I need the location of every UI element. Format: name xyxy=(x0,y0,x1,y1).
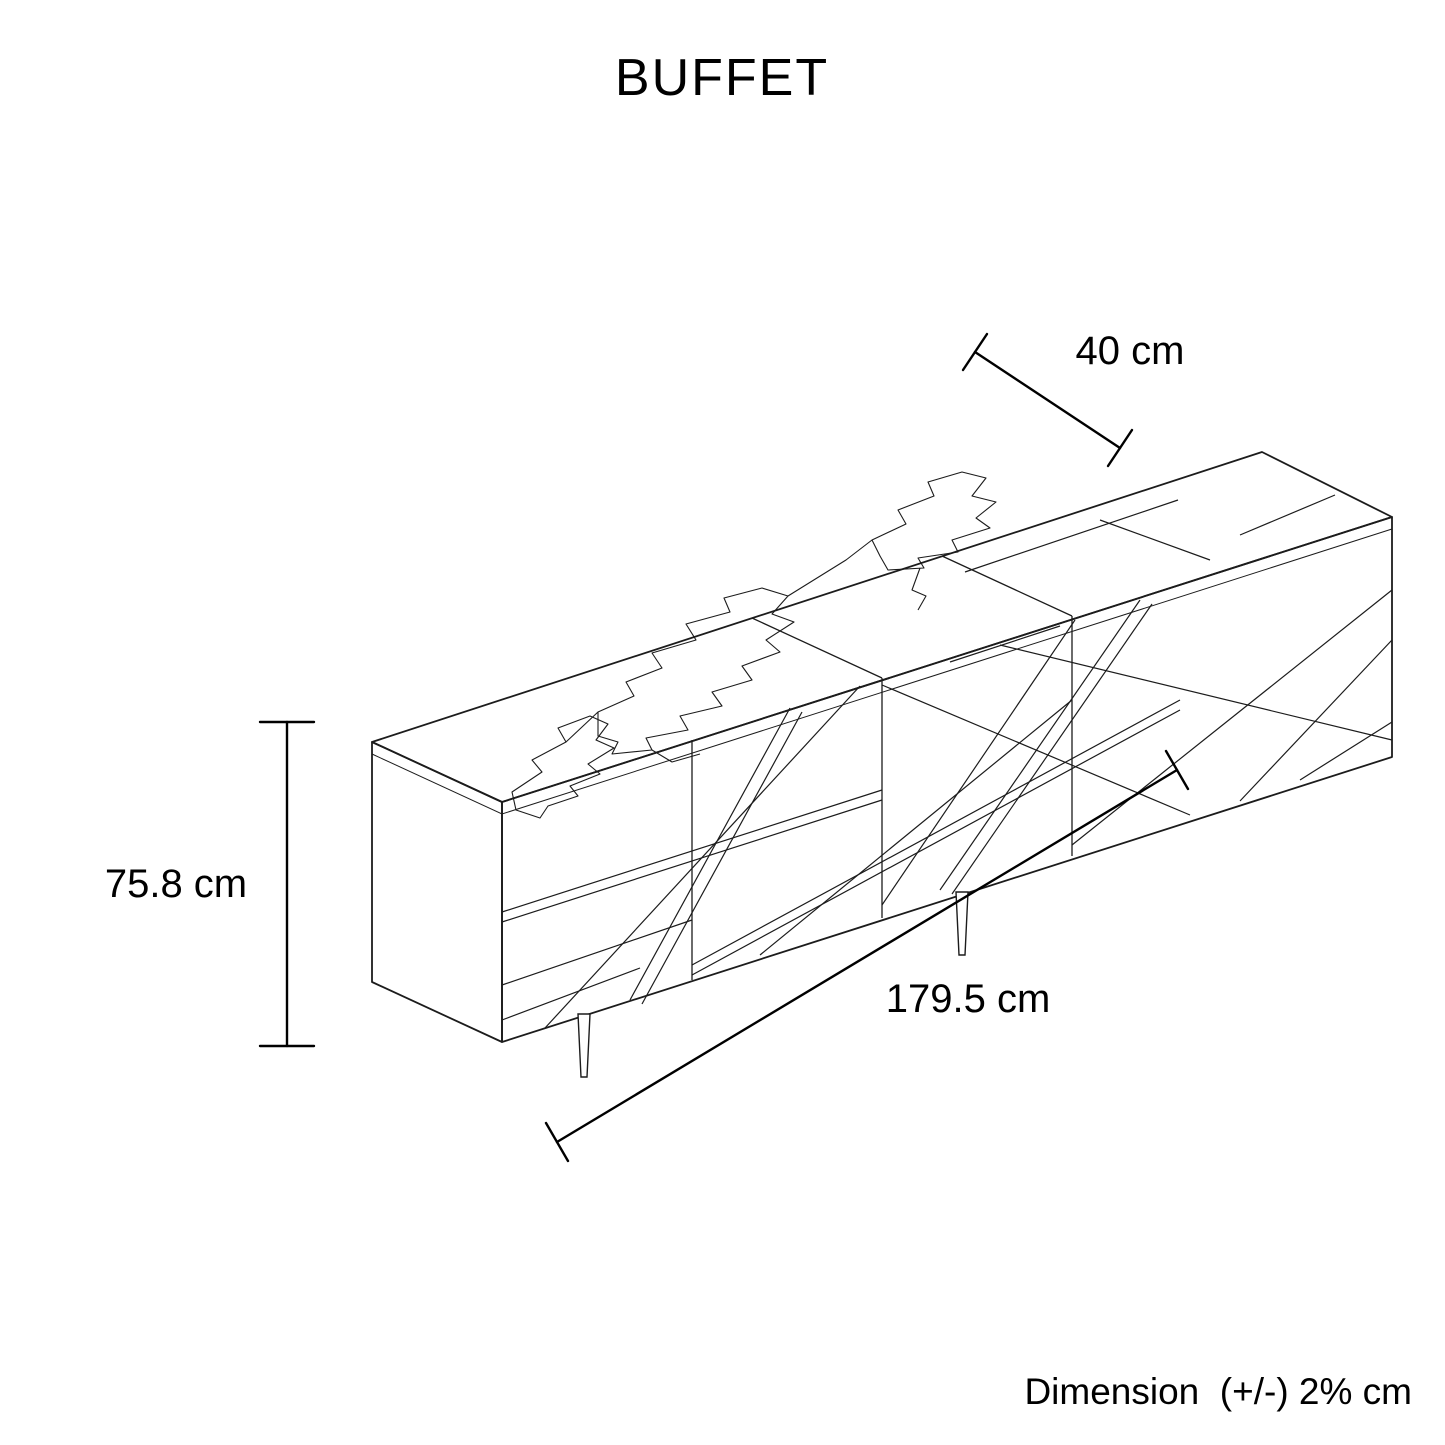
height-dimension-label: 75.8 cm xyxy=(105,862,247,906)
buffet-legs xyxy=(577,891,969,1078)
depth-dimension: 40 cm xyxy=(961,329,1185,468)
tolerance-note: Dimension (+/-) 2% cm xyxy=(1024,1371,1412,1412)
leg-front-left xyxy=(577,1013,591,1078)
countertop-rim-line xyxy=(371,528,1393,815)
top-face-accent-lines xyxy=(751,494,1336,679)
buffet-front-face xyxy=(501,516,1393,1043)
front-decor-lines xyxy=(501,589,1393,1029)
height-dimension: 75.8 cm xyxy=(105,720,316,1048)
door-seams xyxy=(691,616,1073,980)
depth-dimension-label: 40 cm xyxy=(1076,329,1185,373)
page-title: BUFFET xyxy=(615,49,829,107)
leg-front-right xyxy=(955,891,969,956)
buffet-left-face xyxy=(371,741,503,1043)
buffet-drawing xyxy=(371,451,1393,1078)
marble-vein-pattern xyxy=(511,471,997,819)
width-dimension-label: 179.5 cm xyxy=(886,977,1051,1021)
width-dimension: 179.5 cm xyxy=(544,749,1190,1163)
